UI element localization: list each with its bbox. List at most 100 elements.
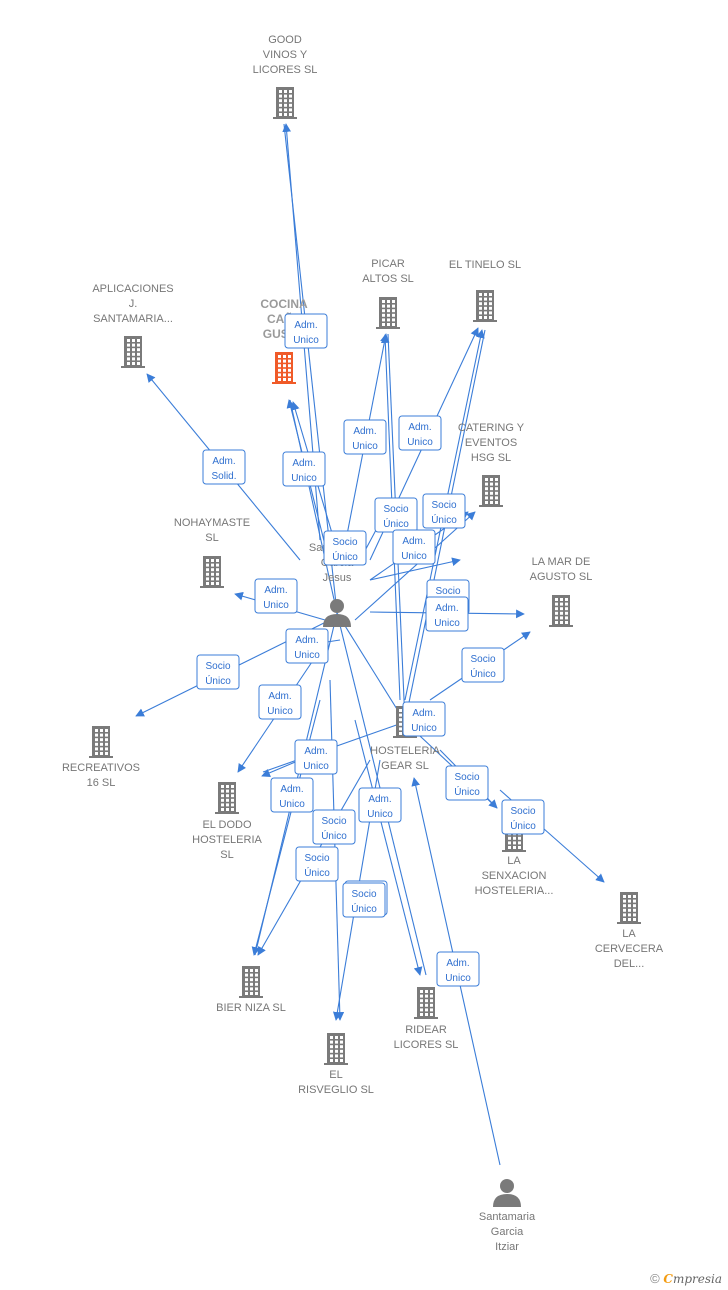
- edge-label-badge[interactable]: Adm.Solid.: [202, 449, 246, 485]
- company-node[interactable]: BIER NIZA SL: [216, 966, 286, 1014]
- node-label-line: LA: [507, 855, 521, 867]
- edge-label-box: [501, 799, 545, 835]
- edge-label-text: Único: [383, 517, 409, 530]
- edge-label-text: Socio: [321, 816, 346, 827]
- building-icon: [239, 966, 263, 998]
- edge-label-text: Único: [205, 674, 231, 687]
- edge-label-text: Unico: [411, 723, 437, 734]
- relation-edge: [369, 557, 461, 581]
- node-label-line: DEL...: [614, 958, 645, 970]
- node-label-line: Itziar: [495, 1241, 519, 1253]
- node-label-line: LICORES SL: [253, 64, 318, 76]
- company-node[interactable]: EL TINELO SL: [449, 259, 521, 322]
- node-label-line: J.: [129, 298, 138, 310]
- node-label-line: Jesus: [323, 572, 352, 584]
- node-label-line: CATERING Y: [458, 422, 525, 434]
- edge-label-badge[interactable]: Adm.Unico: [285, 628, 329, 664]
- edge-label-text: Unico: [263, 600, 289, 611]
- edge-label-badge[interactable]: Adm.Unico: [425, 596, 469, 632]
- building-icon: [324, 1033, 348, 1065]
- building-icon: [473, 290, 497, 322]
- edge-label-text: Socio: [431, 500, 456, 511]
- building-icon: [215, 782, 239, 814]
- edge-label-text: Solid.: [211, 471, 236, 482]
- building-icon: [414, 987, 438, 1019]
- edge-label-text: Unico: [367, 809, 393, 820]
- node-label-line: APLICACIONES: [92, 283, 173, 295]
- node-label-line: 16 SL: [87, 777, 116, 789]
- edge-label-box: [343, 419, 387, 455]
- edge-label-text: Adm.: [294, 320, 317, 331]
- edge-label-text: Unico: [293, 335, 319, 346]
- building-icon: [549, 595, 573, 627]
- edge-label-text: Único: [321, 829, 347, 842]
- edge-label-badge[interactable]: Adm. Unico: [402, 701, 446, 737]
- edge-label-text: Unico: [279, 799, 305, 810]
- node-label-line: ALTOS SL: [362, 273, 414, 285]
- edge-label-box: [402, 701, 446, 737]
- company-node[interactable]: APLICACIONESJ.SANTAMARIA...: [92, 283, 174, 368]
- brand-logo[interactable]: Cmpresia: [663, 1272, 722, 1286]
- edge-label-badge[interactable]: Adm.Unico: [258, 684, 302, 720]
- edge-label-text: Socio: [383, 504, 408, 515]
- edge-label-text: Socio: [205, 661, 230, 672]
- node-label-line: HOSTELERIA...: [475, 885, 554, 897]
- edge-label-text: Adm.: [304, 746, 327, 757]
- edge-label-text: Adm.: [412, 708, 435, 719]
- edge-label-badge[interactable]: Adm. Unico: [392, 529, 436, 565]
- edge-label-badge[interactable]: Adm. Unico: [343, 419, 387, 455]
- edge-label-text: Adm.: [402, 536, 425, 547]
- node-label-line: LA: [622, 928, 636, 940]
- node-label-line: Garcia: [491, 1226, 524, 1238]
- edge-label-text: Unico: [445, 973, 471, 984]
- edge-label-text: Adm.: [353, 426, 376, 437]
- relation-edge: [251, 699, 321, 956]
- edge-label-text: Adm.: [368, 794, 391, 805]
- node-label-line: VINOS Y: [263, 49, 308, 61]
- person-icon: [493, 1179, 521, 1207]
- edge-label-box: [258, 684, 302, 720]
- edge-label-badge[interactable]: Adm. Unico: [284, 313, 328, 349]
- edge-label-badge[interactable]: Adm.Unico: [398, 415, 442, 451]
- edge-label-badge[interactable]: Adm. Unico: [254, 578, 298, 614]
- company-node[interactable]: LA CERVECERA DEL...: [595, 892, 664, 970]
- edge-label-badge[interactable]: Adm.Unico: [436, 951, 480, 987]
- edge-label-text: Adm.: [264, 585, 287, 596]
- person-icon: [323, 599, 351, 627]
- edge-label-box: [461, 647, 505, 683]
- edge-label-box: [312, 809, 356, 845]
- edge-label-text: Unico: [352, 441, 378, 452]
- edge-label-text: Adm.: [292, 458, 315, 469]
- edge-label-text: Unico: [401, 551, 427, 562]
- edge-label-badge[interactable]: Adm.Unico: [294, 739, 338, 775]
- edge-label-text: Socio: [435, 586, 460, 597]
- edge-label-badge[interactable]: Adm.Unico: [270, 777, 314, 813]
- node-label-line: COCINA: [260, 297, 308, 311]
- edge-label-badge[interactable]: Adm. Unico: [282, 451, 326, 487]
- edge-label-text: Unico: [291, 473, 317, 484]
- building-icon: [617, 892, 641, 924]
- node-label-line: CERVECERA: [595, 943, 664, 955]
- edge-label-badge[interactable]: Adm. Unico: [358, 787, 402, 823]
